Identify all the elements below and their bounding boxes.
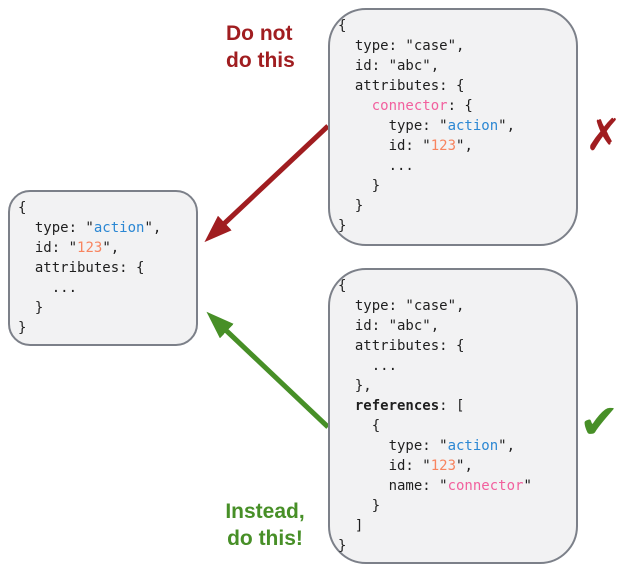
do-not-label-line2: do this [226,49,295,72]
case-references-box: { type: "case", id: "abc", attributes: {… [328,268,578,564]
instead-label-line2: do this! [227,527,303,550]
action-object-box: { type: "action", id: "123", attributes:… [8,190,198,346]
action-object-code: { type: "action", id: "123", attributes:… [18,200,162,336]
case-nested-code: { type: "case", id: "abc", attributes: {… [338,18,516,234]
instead-arrow [206,311,330,429]
do-not-arrow [204,124,330,243]
do-not-label: Do not do this [226,20,295,74]
instead-label: Instead, do this! [217,498,313,552]
case-nested-box: { type: "case", id: "abc", attributes: {… [328,8,578,246]
do-not-label-line1: Do not [226,22,293,45]
case-references-code: { type: "case", id: "abc", attributes: {… [338,278,532,554]
instead-label-line1: Instead, [225,500,305,523]
cross-mark: ✗ [585,110,622,161]
check-mark: ✔ [579,394,620,450]
